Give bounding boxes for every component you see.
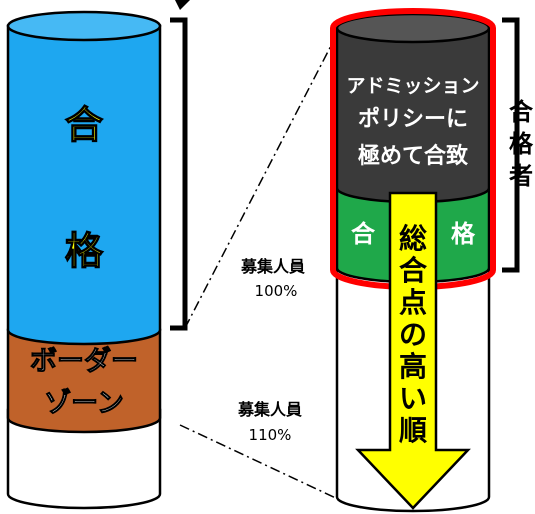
passers-highlight-outline	[330, 8, 496, 290]
arrow-char-6: い	[399, 382, 427, 415]
arrow-char-5: 高	[399, 350, 427, 383]
arrow-char-1: 総	[399, 222, 427, 255]
corner-arrow-fragment	[175, 0, 190, 10]
left-border-label-1: ボーダー	[30, 345, 138, 377]
right-pass-right-char: 格	[451, 220, 476, 248]
arrow-char-4: の	[399, 318, 427, 351]
right-pass-left-char: 合	[351, 220, 376, 248]
quota-110: 募集人員 110%	[237, 400, 302, 444]
right-bracket	[502, 17, 520, 273]
arrow-char-7: 順	[399, 414, 427, 447]
policy-line-2: ポリシーに	[358, 106, 468, 132]
left-cylinder: 合 格 ボーダー ゾーン	[6, 10, 162, 510]
policy-line-1: アドミッション	[346, 75, 479, 97]
left-empty-section	[6, 408, 162, 510]
passers-label: 合格者	[509, 98, 534, 190]
quota-100: 募集人員 100%	[240, 257, 305, 300]
quota-110-label: 募集人員	[237, 400, 302, 419]
left-border-label-2: ゾーン	[44, 388, 124, 419]
passers-label-char-3: 者	[509, 162, 533, 190]
passers-label-char-2: 格	[509, 130, 534, 158]
quota-100-label: 募集人員	[240, 257, 305, 276]
quota-100-value: 100%	[255, 282, 298, 300]
connector-line-bottom	[179, 424, 341, 501]
passers-label-char-1: 合	[509, 98, 534, 126]
left-pass-char-2: 格	[65, 229, 104, 273]
left-pass-char-1: 合	[65, 103, 103, 147]
left-pass-section	[6, 24, 162, 346]
arrow-char-2: 合	[399, 254, 428, 287]
left-border-zone	[6, 328, 162, 434]
left-bracket	[170, 17, 188, 331]
quota-110-value: 110%	[249, 426, 292, 444]
policy-line-3: 極めて合致	[358, 143, 469, 169]
ranking-arrow	[355, 191, 471, 510]
connector-line-top	[184, 37, 336, 329]
arrow-char-3: 点	[399, 286, 427, 319]
left-cylinder-top	[6, 10, 162, 42]
